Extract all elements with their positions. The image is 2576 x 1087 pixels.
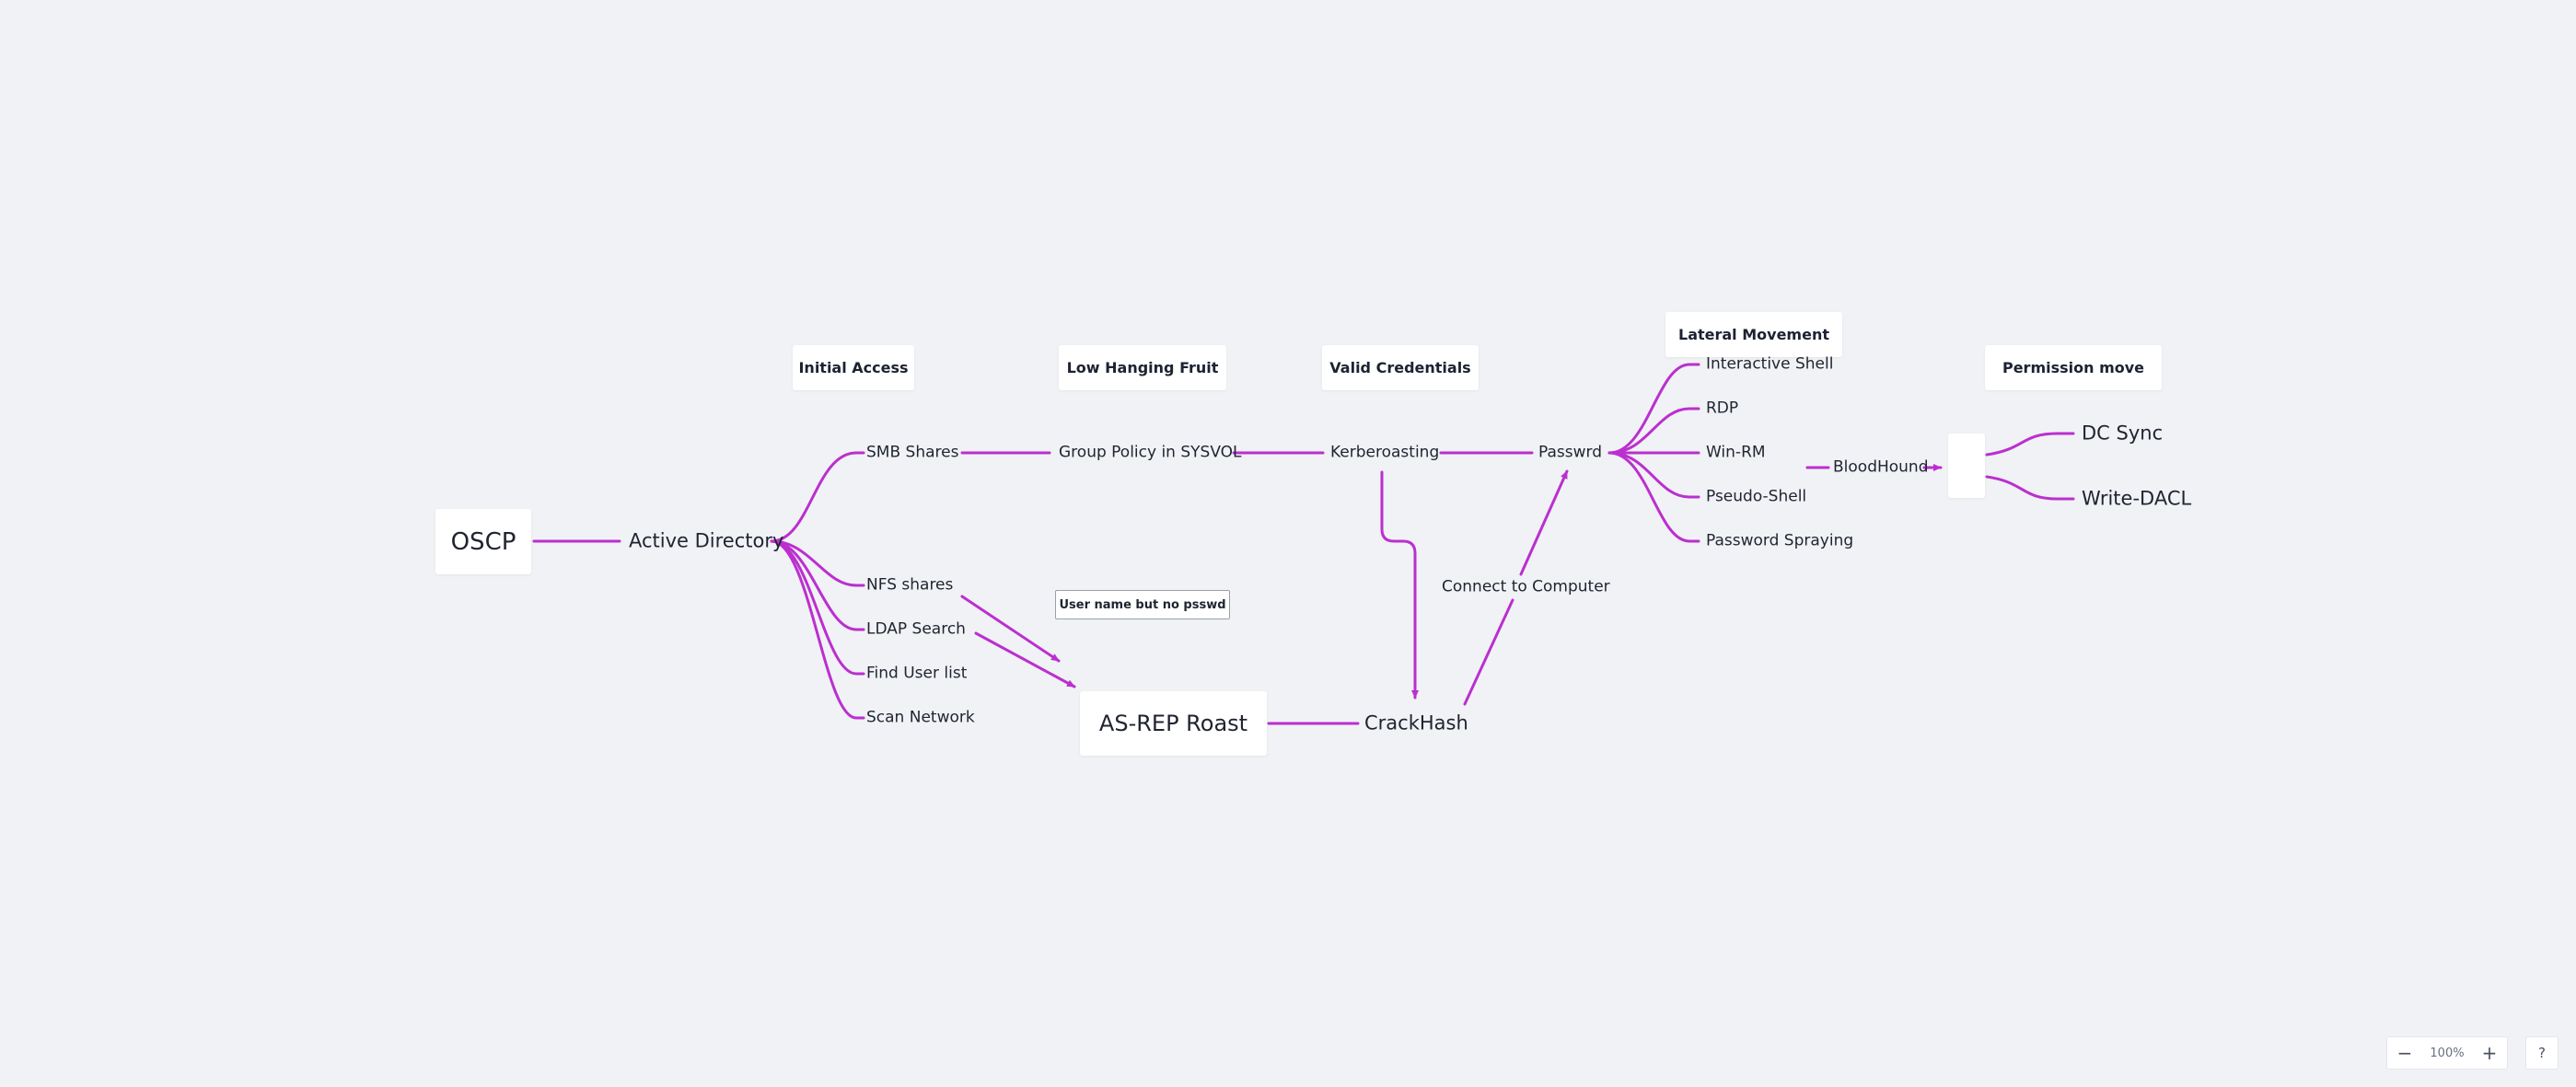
- root-node-label: OSCP: [450, 527, 516, 556]
- zoom-controls: − 100% +: [2386, 1036, 2508, 1070]
- node-dc-sync[interactable]: DC Sync: [2082, 422, 2164, 445]
- category-lateral-movement[interactable]: Lateral Movement: [1665, 312, 1842, 357]
- node-write-dacl[interactable]: Write-DACL: [2082, 487, 2192, 510]
- category-low-hanging-fruit[interactable]: Low Hanging Fruit: [1059, 345, 1226, 390]
- connector-ldap-asrep: [974, 631, 1076, 688]
- node-ldap-search[interactable]: LDAP Search: [866, 619, 966, 639]
- connector-ad-nfs: [770, 539, 865, 587]
- connector-node-dcsync: [1985, 432, 2075, 457]
- zoom-level: 100%: [2430, 1046, 2465, 1060]
- connector-pass-pseudo: [1607, 451, 1700, 499]
- connector-pass-spray: [1607, 451, 1700, 543]
- connector-ad-smb: [770, 451, 865, 543]
- connector-node-writedacl: [1985, 475, 2075, 501]
- node-password-spraying[interactable]: Password Spraying: [1706, 531, 1854, 550]
- node-win-rm[interactable]: Win-RM: [1706, 443, 1766, 462]
- help-icon: ?: [2538, 1045, 2546, 1061]
- node-crackhash[interactable]: CrackHash: [1364, 711, 1468, 734]
- connector-connect-pass: [1519, 469, 1569, 576]
- node-interactive-shell[interactable]: Interactive Shell: [1706, 354, 1834, 374]
- zoom-out-button[interactable]: −: [2396, 1042, 2413, 1064]
- root-node-oscp[interactable]: OSCP: [435, 509, 531, 574]
- node-passwrd[interactable]: Passwrd: [1538, 443, 1603, 462]
- node-pseudo-shell[interactable]: Pseudo-Shell: [1706, 487, 1807, 506]
- category-initial-access[interactable]: Initial Access: [793, 345, 914, 390]
- node-connect-to-computer[interactable]: Connect to Computer: [1442, 577, 1610, 596]
- connector-kerb-crack: [1380, 470, 1419, 700]
- connector-ad-finduser: [770, 539, 865, 676]
- help-button[interactable]: ?: [2525, 1036, 2559, 1070]
- node-active-directory[interactable]: Active Directory: [629, 529, 784, 552]
- node-as-rep-roast[interactable]: AS-REP Roast: [1080, 691, 1267, 756]
- node-smb-shares[interactable]: SMB Shares: [866, 443, 959, 462]
- node-empty[interactable]: [1948, 434, 1985, 498]
- node-scan-network[interactable]: Scan Network: [866, 708, 975, 727]
- connector-crack-connect: [1463, 598, 1514, 706]
- connector-ad-ldap: [770, 539, 865, 631]
- node-bloodhound[interactable]: BloodHound: [1833, 457, 1929, 477]
- node-kerberoasting[interactable]: Kerberoasting: [1330, 443, 1440, 462]
- category-valid-credentials[interactable]: Valid Credentials: [1322, 345, 1479, 390]
- connector-pass-interactive: [1607, 363, 1700, 455]
- category-permission-move[interactable]: Permission move: [1985, 345, 2162, 390]
- zoom-in-button[interactable]: +: [2481, 1042, 2498, 1064]
- connector-pass-rdp: [1607, 407, 1700, 455]
- node-nfs-shares[interactable]: NFS shares: [866, 575, 954, 595]
- node-group-policy[interactable]: Group Policy in SYSVOL: [1059, 443, 1242, 462]
- node-rdp[interactable]: RDP: [1706, 399, 1739, 418]
- connector-nfs-asrep: [960, 595, 1061, 663]
- note-username-no-password[interactable]: User name but no psswd: [1055, 590, 1230, 619]
- node-find-user-list[interactable]: Find User list: [866, 664, 968, 683]
- connector-ad-scan: [770, 539, 865, 720]
